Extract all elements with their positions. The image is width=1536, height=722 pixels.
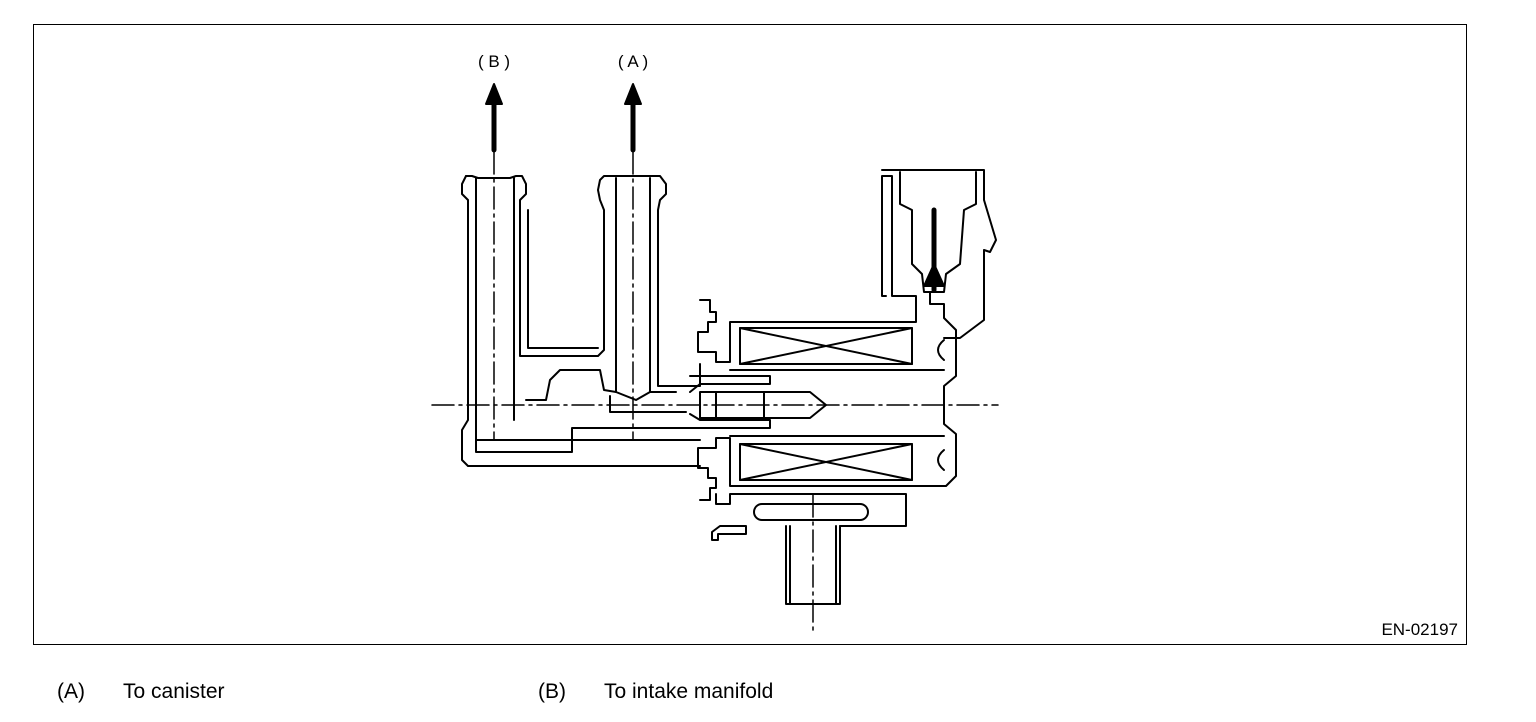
solenoid-housing [689,175,957,527]
electrical-connector [881,169,997,339]
bottom-port [785,525,841,605]
flow-arrow-a [624,83,642,153]
hose-nipple-a [525,177,687,413]
legend-text-a: To canister [123,680,225,703]
legend-key-b: (B) [538,680,566,703]
flow-arrow-b [485,83,503,153]
mounting-bracket [711,503,869,541]
legend-text-b: To intake manifold [604,680,774,703]
legend-item-b: (B) To intake manifold [538,680,773,704]
legend-item-a: (A) To canister [57,680,225,704]
hose-nipple-b [461,175,701,467]
figure-id: EN-02197 [1381,620,1458,639]
callout-label-a: ( A ) [618,52,648,71]
figure-frame: EN-02197 [33,24,1467,645]
legend-key-a: (A) [57,680,85,703]
callout-label-b: ( B ) [478,52,510,71]
